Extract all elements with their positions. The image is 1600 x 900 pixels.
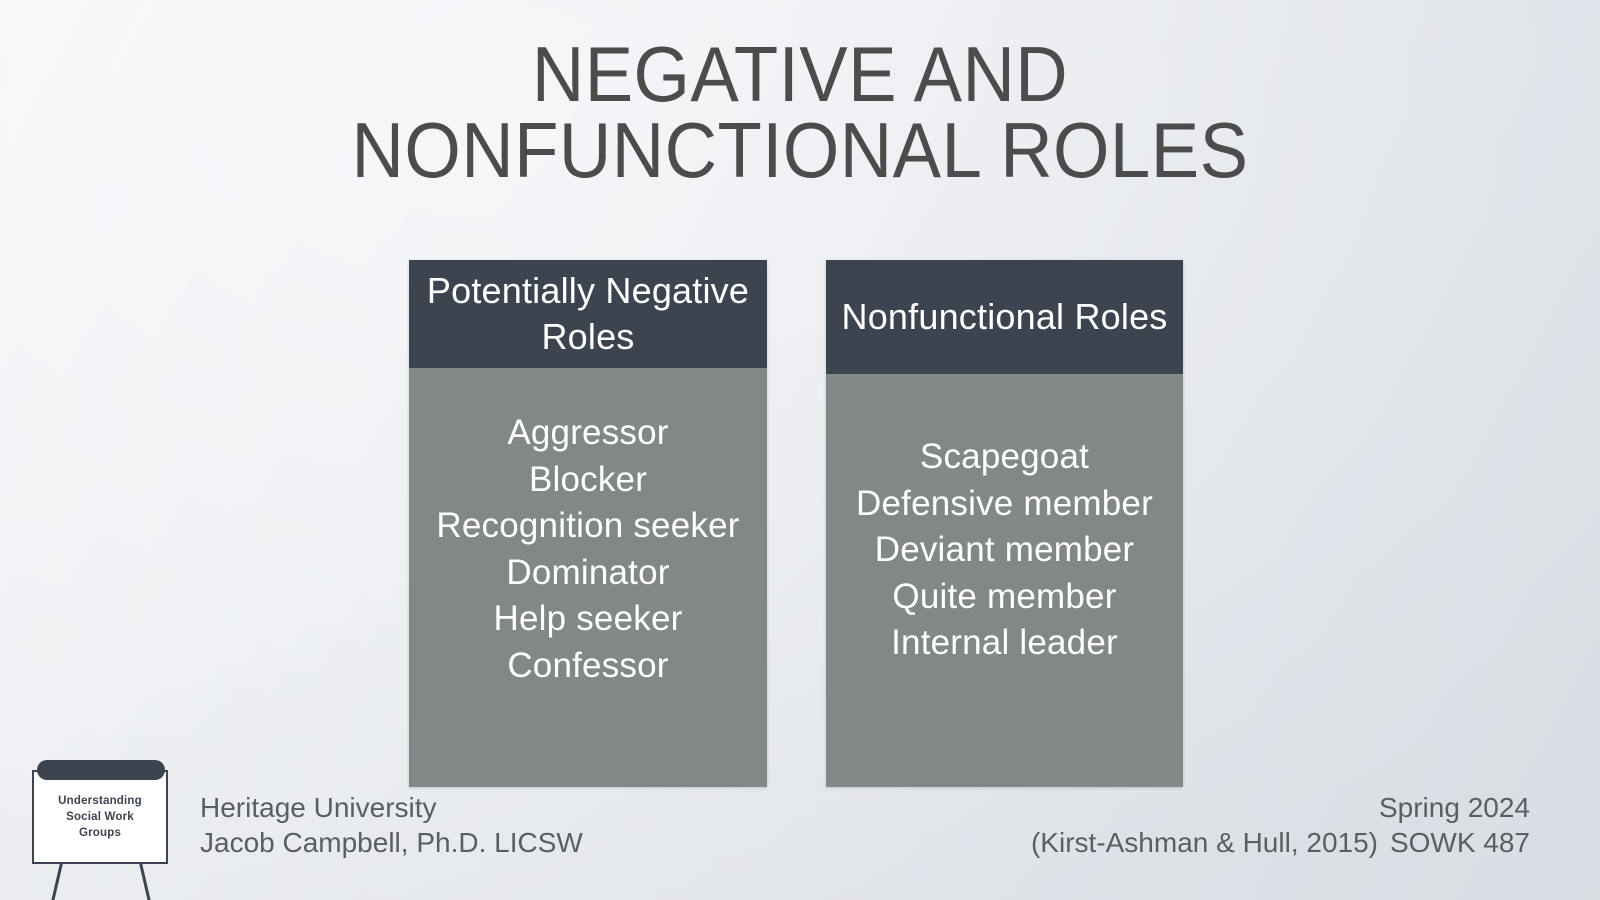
list-item: Blocker [528,459,648,499]
list-item: Quite member [892,576,1117,616]
page-title: NEGATIVE AND NONFUNCTIONAL ROLES [130,30,1470,195]
footer-affiliation: Heritage University Jacob Campbell, Ph.D… [200,790,583,861]
nonfunctional-roles-header: Nonfunctional Roles [826,260,1183,374]
footer-course-info: Spring 2024 SOWK 487 [1379,790,1530,861]
nonfunctional-roles-list: Scapegoat Defensive member Deviant membe… [826,374,1183,787]
list-item: Recognition seeker [436,506,740,546]
easel-leg-left-icon [51,862,63,900]
list-item: Deviant member [874,530,1135,570]
logo-caption-line-3: Groups [78,827,122,840]
easel-leg-right-icon [139,862,151,900]
potentially-negative-roles-card: Potentially Negative Roles Aggressor Blo… [409,260,767,787]
footer-presenter: Jacob Campbell, Ph.D. LICSW [200,827,583,859]
potentially-negative-roles-list: Aggressor Blocker Recognition seeker Dom… [409,368,767,787]
nonfunctional-roles-card: Nonfunctional Roles Scapegoat Defensive … [826,260,1183,787]
footer-term: Spring 2024 [1378,792,1530,823]
list-item: Scapegoat [919,437,1090,476]
list-item: Defensive member [856,483,1153,523]
list-item: Confessor [507,645,669,685]
logo-caption-line-2: Social Work [66,810,134,823]
flipchart-easel-logo: Understanding Social Work Groups [26,756,176,900]
easel-board-icon: Understanding Social Work Groups [32,770,168,864]
list-item: Dominator [506,552,670,592]
logo-caption-line-1: Understanding [58,794,142,807]
easel-top-bar-icon [37,760,165,780]
list-item: Internal leader [891,623,1118,663]
title-line-2: NONFUNCTIONAL ROLES [351,106,1249,195]
list-item: Help seeker [493,599,683,639]
footer-course-code: SOWK 487 [1389,827,1530,859]
title-line-1: NEGATIVE AND [531,30,1069,118]
footer-citation: (Kirst-Ashman & Hull, 2015) [1030,827,1378,858]
list-item: Aggressor [507,413,669,452]
logo-caption: Understanding Social Work Groups [58,793,142,842]
footer-institution: Heritage University [200,792,437,823]
potentially-negative-roles-header: Potentially Negative Roles [409,260,767,368]
